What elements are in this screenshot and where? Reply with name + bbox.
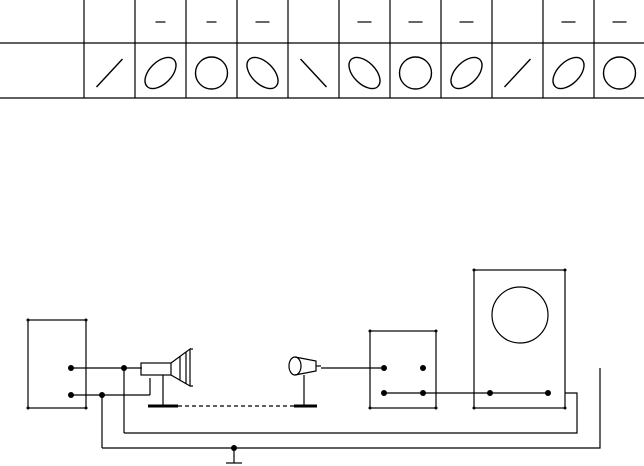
oscilloscope-screen	[491, 286, 549, 344]
figure-line-rising	[95, 58, 124, 88]
amplifier	[321, 329, 438, 410]
figure-circle	[194, 56, 229, 90]
figure-circle	[398, 56, 433, 90]
lissajous-figures	[95, 56, 637, 90]
interconnect-wires	[102, 368, 601, 451]
generator-wires	[71, 365, 151, 448]
circuit-diagram	[26, 268, 601, 464]
figure-ellipse-rising	[144, 56, 177, 90]
ground-symbol	[226, 448, 242, 464]
microphone	[288, 356, 321, 408]
figure-line-falling	[299, 58, 328, 88]
figure-ellipse-falling	[246, 56, 279, 90]
figure-table	[0, 0, 644, 99]
figure-circle	[602, 56, 637, 90]
signal-generator	[26, 318, 88, 410]
figure-ellipse-rising	[450, 56, 483, 90]
oscilloscope	[472, 268, 567, 410]
figure-line-rising	[503, 58, 532, 88]
table-grid	[0, 0, 644, 99]
figure-ellipse-rising	[552, 56, 585, 90]
speaker	[140, 347, 193, 408]
figure-ellipse-falling	[348, 56, 381, 90]
